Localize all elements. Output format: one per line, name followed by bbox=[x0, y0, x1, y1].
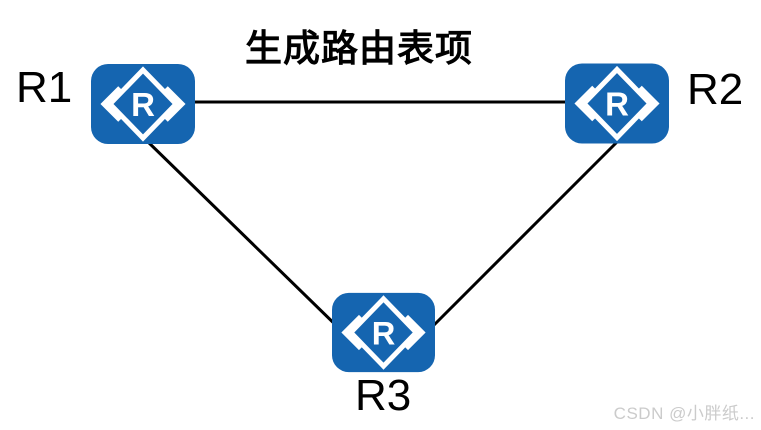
link-r1-r3 bbox=[143, 137, 349, 338]
router-icon-r2: R bbox=[565, 63, 669, 144]
router-icon-letter: R bbox=[372, 314, 396, 351]
diagram-title: 生成路由表项 bbox=[245, 28, 473, 69]
router-icon-r1: R bbox=[91, 64, 195, 144]
router-icon-letter: R bbox=[605, 86, 629, 123]
watermark-text: CSDN @小胖纸... bbox=[613, 404, 755, 423]
router-icon-letter: R bbox=[131, 86, 155, 123]
router-icon-r3: R bbox=[332, 292, 435, 373]
link-r2-r3 bbox=[426, 140, 619, 333]
node-label-r1: R1 bbox=[16, 63, 73, 112]
node-label-r3: R3 bbox=[355, 371, 412, 420]
node-label-r2: R2 bbox=[687, 65, 744, 114]
